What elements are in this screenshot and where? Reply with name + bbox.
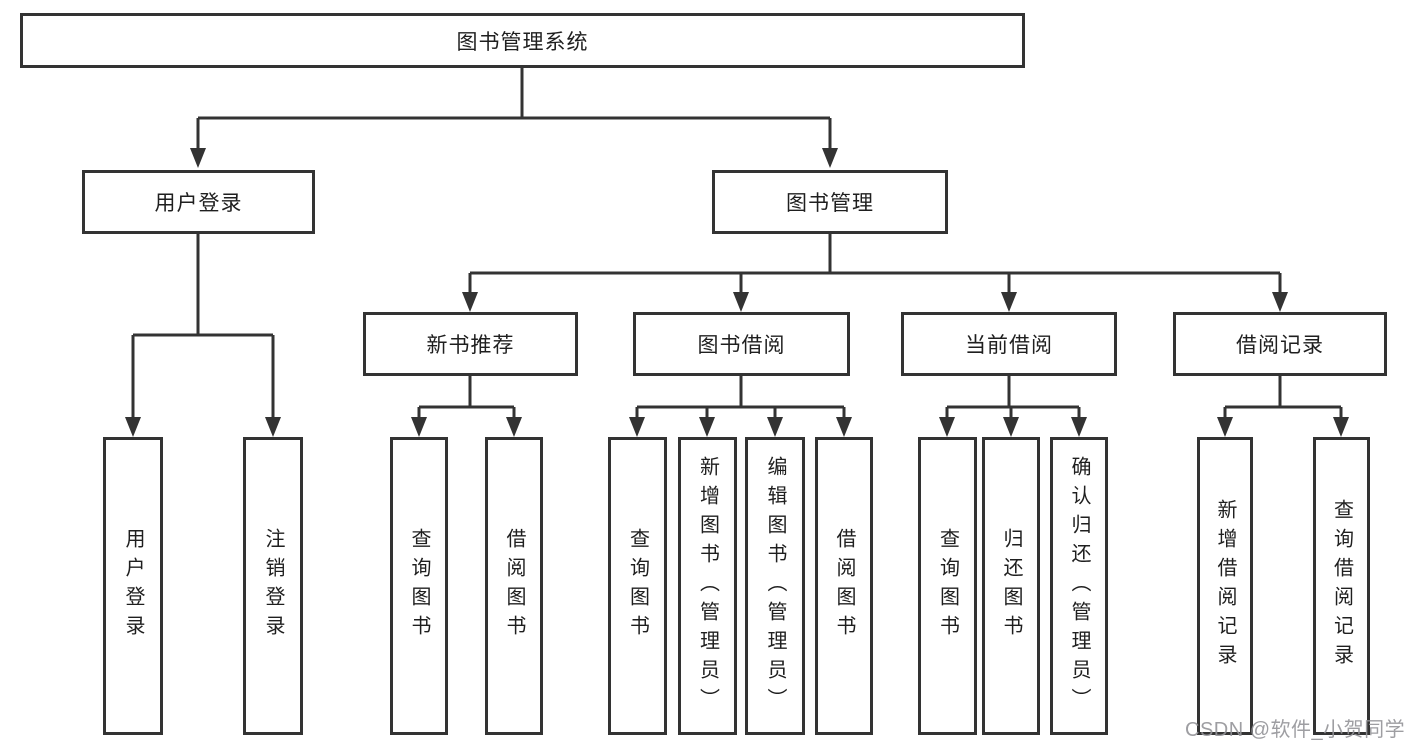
node-borrow-records: 借阅记录 (1173, 312, 1387, 376)
leaf-add-book-admin: 新增图书（管理员） (678, 437, 737, 735)
leaf-edit-book-admin: 编辑图书（管理员） (745, 437, 805, 735)
node-user-login-label: 用户登录 (154, 192, 243, 215)
leaf-query-books-current: 查询图书 (918, 437, 977, 735)
leaf-add-borrow-record: 新增借阅记录 (1197, 437, 1253, 735)
leaf-query-books-current-label: 查询图书 (936, 528, 959, 644)
node-book-borrowing: 图书借阅 (633, 312, 850, 376)
leaf-return-books-label: 归还图书 (1000, 528, 1022, 644)
leaf-borrow-books-borrowing: 借阅图书 (815, 437, 873, 735)
node-root: 图书管理系统 (20, 13, 1025, 68)
node-borrow-records-label: 借阅记录 (1236, 334, 1324, 357)
node-book-management-label: 图书管理 (786, 192, 874, 215)
leaf-logout: 注销登录 (243, 437, 303, 735)
leaf-user-login-label: 用户登录 (122, 528, 144, 644)
leaf-confirm-return-admin: 确认归还（管理员） (1050, 437, 1108, 735)
leaf-query-books-recommend-label: 查询图书 (408, 528, 430, 644)
node-new-book-recommend: 新书推荐 (363, 312, 578, 376)
leaf-logout-label: 注销登录 (262, 528, 284, 644)
leaf-add-borrow-record-label: 新增借阅记录 (1214, 499, 1236, 673)
watermark: CSDN @软件_小贺同学 (1185, 719, 1405, 741)
leaf-return-books: 归还图书 (982, 437, 1040, 735)
leaf-borrow-books-recommend-label: 借阅图书 (503, 528, 525, 644)
leaf-add-book-admin-label: 新增图书（管理员） (696, 455, 719, 717)
node-user-login: 用户登录 (82, 170, 315, 234)
leaf-query-books-recommend: 查询图书 (390, 437, 448, 735)
node-new-book-recommend-label: 新书推荐 (426, 334, 515, 357)
leaf-borrow-books-recommend: 借阅图书 (485, 437, 543, 735)
node-book-borrowing-label: 图书借阅 (697, 334, 786, 357)
node-current-borrowing: 当前借阅 (901, 312, 1117, 376)
node-root-label: 图书管理系统 (456, 30, 589, 54)
leaf-confirm-return-admin-label: 确认归还（管理员） (1068, 455, 1090, 717)
leaf-query-borrow-record-label: 查询借阅记录 (1330, 499, 1353, 673)
leaf-user-login: 用户登录 (103, 437, 163, 735)
leaf-query-books-borrowing: 查询图书 (608, 437, 667, 735)
leaf-borrow-books-borrowing-label: 借阅图书 (833, 528, 855, 644)
leaf-query-books-borrowing-label: 查询图书 (626, 528, 649, 644)
leaf-query-borrow-record: 查询借阅记录 (1313, 437, 1370, 735)
node-current-borrowing-label: 当前借阅 (965, 334, 1053, 357)
leaf-edit-book-admin-label: 编辑图书（管理员） (764, 455, 786, 717)
node-book-management: 图书管理 (712, 170, 948, 234)
